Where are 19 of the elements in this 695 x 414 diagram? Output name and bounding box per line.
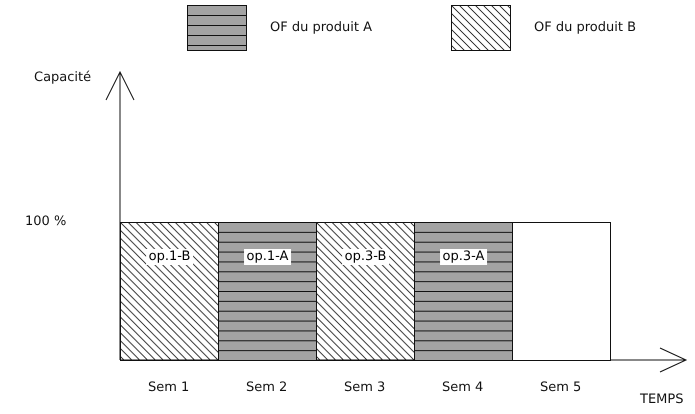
week-label: Sem 2 bbox=[246, 380, 288, 396]
product-b-load-bar bbox=[120, 222, 219, 361]
legend-label: OF du produit B bbox=[534, 20, 636, 36]
operation-label: op.1-B bbox=[146, 249, 194, 265]
week-label: Sem 5 bbox=[540, 380, 582, 396]
week-label: Sem 4 bbox=[442, 380, 484, 396]
axis-title: TEMPS bbox=[640, 392, 684, 408]
week-label: Sem 3 bbox=[344, 380, 386, 396]
operation-label: op.3-B bbox=[342, 249, 390, 265]
axis-title: Capacité bbox=[34, 70, 92, 86]
product-a-load-bar bbox=[218, 222, 317, 361]
week-label: Sem 1 bbox=[148, 380, 190, 396]
axis-tick-label: 100 % bbox=[25, 214, 66, 230]
product-b-load-bar bbox=[316, 222, 415, 361]
legend-label: OF du produit A bbox=[270, 20, 372, 36]
product-a-load-bar bbox=[414, 222, 513, 361]
free-capacity-box bbox=[512, 222, 611, 361]
operation-label: op.3-A bbox=[440, 249, 488, 265]
operation-label: op.1-A bbox=[244, 249, 292, 265]
